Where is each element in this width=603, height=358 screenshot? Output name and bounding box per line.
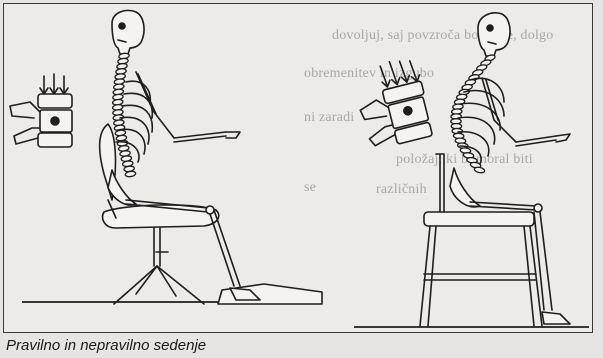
wooden-stool bbox=[420, 154, 542, 326]
figure-caption: Pravilno in nepravilno sedenje bbox=[6, 337, 206, 354]
left-panel bbox=[10, 11, 322, 305]
vertebra-pressure-diagram-correct bbox=[10, 74, 72, 147]
figure-frame: dovoljuj, saj povzroča bolečine, dolgo o… bbox=[3, 3, 593, 333]
right-panel bbox=[351, 13, 570, 326]
skeleton-incorrect-skull bbox=[478, 13, 510, 56]
adjustable-stool bbox=[100, 124, 219, 304]
sitting-posture-illustration bbox=[4, 4, 594, 334]
skeleton-correct-skull bbox=[112, 11, 144, 55]
skeleton-incorrect-leg bbox=[450, 168, 570, 324]
skeleton-incorrect-spine bbox=[451, 54, 496, 174]
vertebra-pressure-diagram-incorrect bbox=[351, 56, 435, 152]
vertebra bbox=[474, 166, 485, 173]
skeleton-correct-leg bbox=[108, 170, 260, 300]
